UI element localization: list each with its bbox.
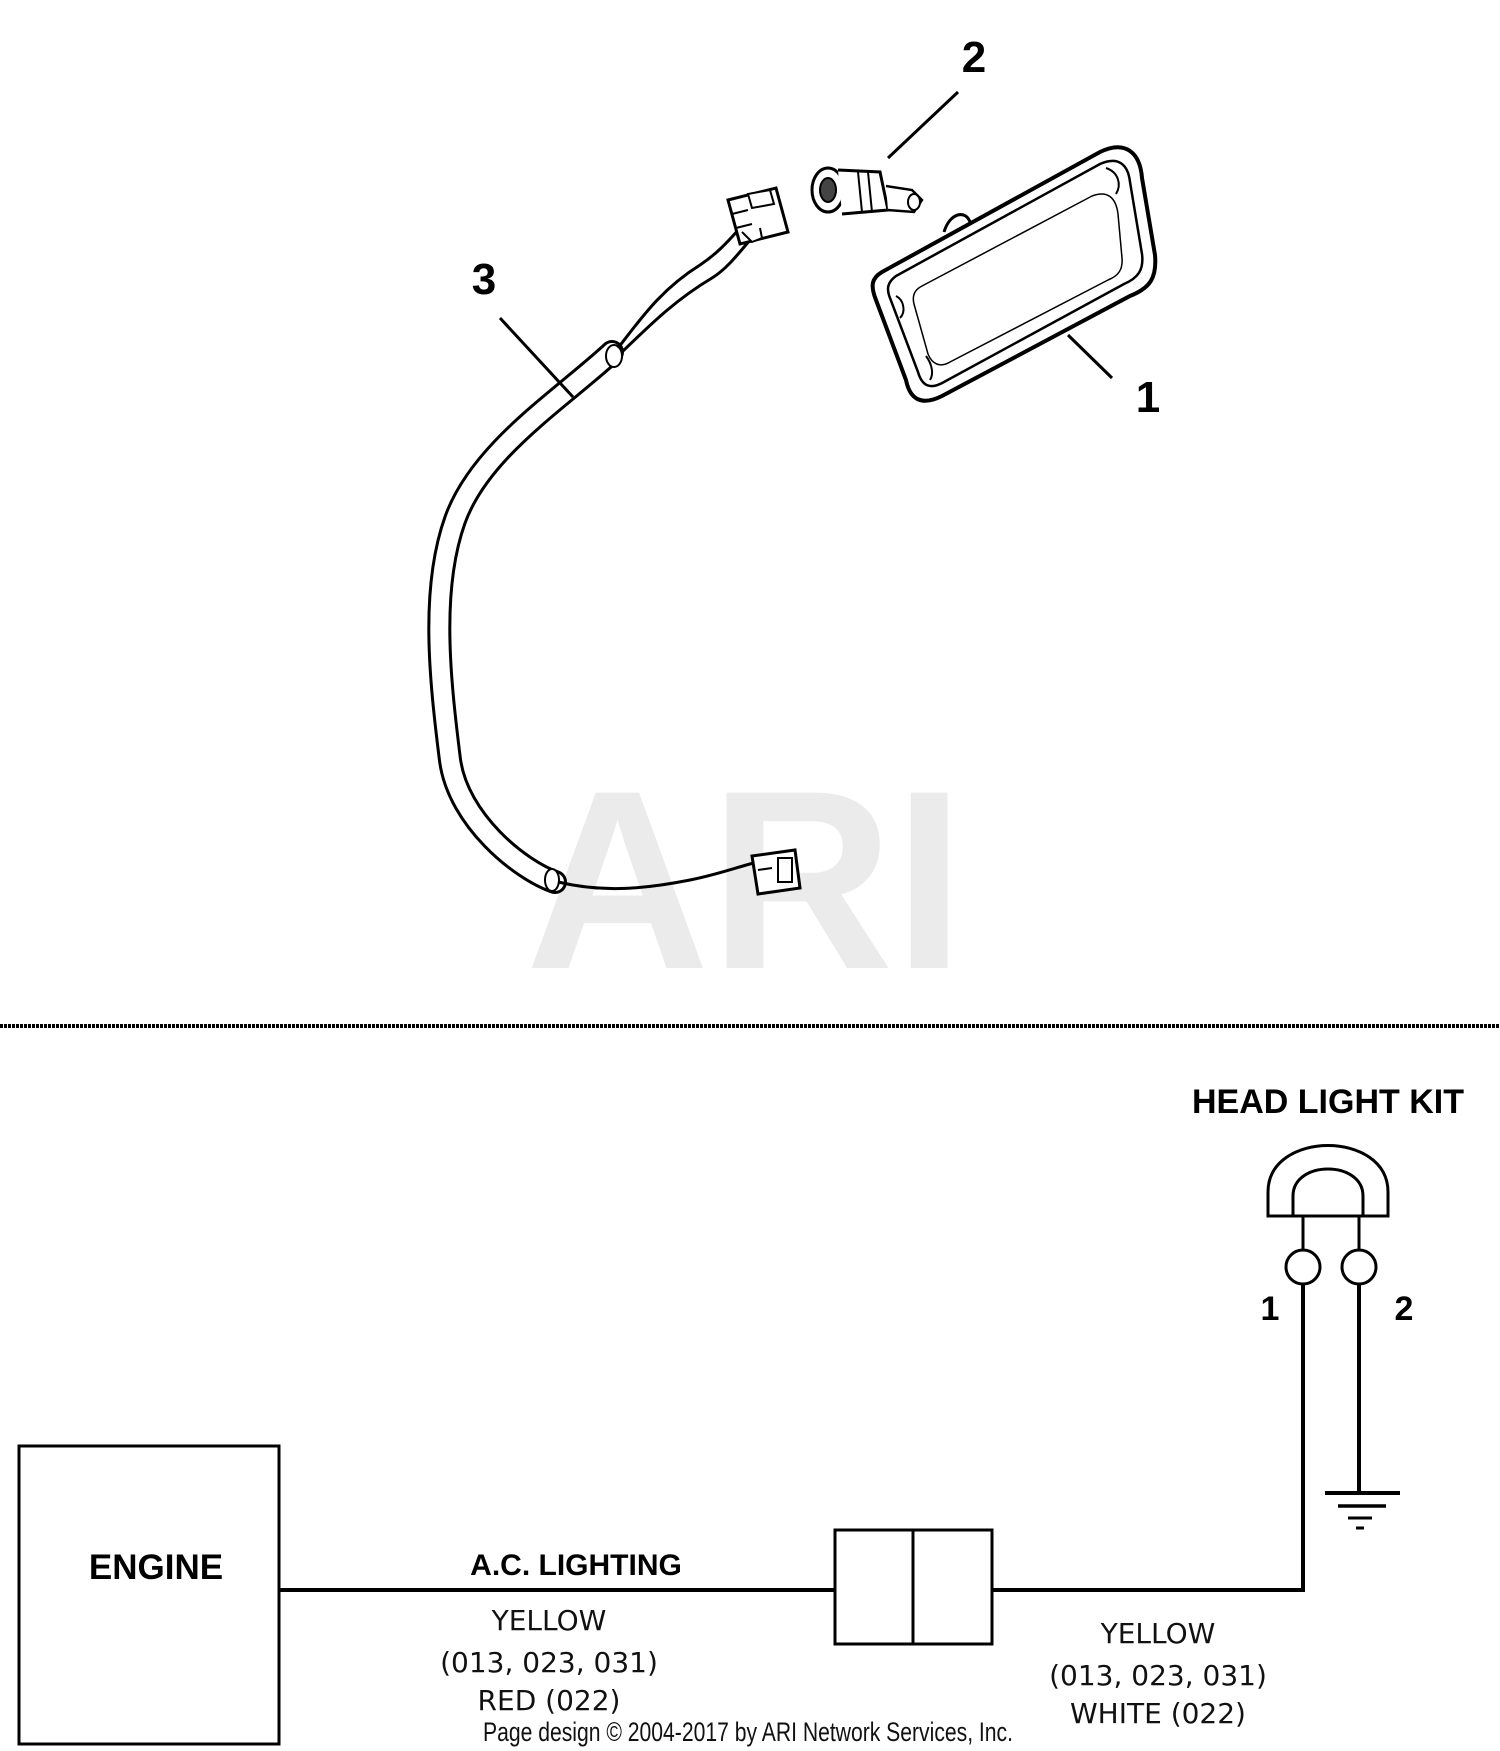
- inline-connector: [833, 1528, 994, 1646]
- bulb-socket: [810, 166, 924, 216]
- copyright-footer: Page design © 2004-2017 by ARI Network S…: [483, 1717, 1013, 1747]
- callout-2: 2: [962, 33, 986, 82]
- engine-box: [17, 1444, 281, 1746]
- head-light-kit-title: HEAD LIGHT KIT: [1192, 1083, 1464, 1121]
- upper-connector: [726, 186, 790, 246]
- ground-symbol: [1325, 1491, 1400, 1530]
- wiring-schematic: HEAD LIGHT KIT 1 2 ENGINE: [17, 1083, 1464, 1746]
- right-wire-codes: (013, 023, 031): [1049, 1659, 1267, 1692]
- terminal-1-circle: [1284, 1248, 1322, 1286]
- terminal-1-label: 1: [1261, 1290, 1280, 1328]
- lamp-symbol: [1266, 1144, 1390, 1286]
- engine-label: ENGINE: [89, 1548, 223, 1587]
- callout-1: 1: [1136, 373, 1160, 422]
- terminal-1-wire: [992, 1284, 1305, 1592]
- ac-lighting-label: A.C. LIGHTING: [470, 1549, 682, 1582]
- lamp-housing: [870, 145, 1158, 403]
- callout-3: 3: [472, 255, 496, 304]
- terminal-2-circle: [1340, 1248, 1378, 1286]
- left-wire-alt: RED (022): [478, 1684, 621, 1717]
- left-wire-color: YELLOW: [491, 1604, 607, 1637]
- wire-harness: [427, 186, 802, 896]
- callouts: 2 1 3: [472, 33, 1160, 422]
- right-wire-color: YELLOW: [1100, 1617, 1216, 1650]
- left-wire-codes: (013, 023, 031): [440, 1646, 658, 1679]
- lower-connector: [750, 848, 802, 896]
- terminal-2-label: 2: [1395, 1290, 1414, 1328]
- ari-watermark: ARI: [525, 738, 964, 1023]
- exploded-view: 2 1 3: [427, 33, 1160, 896]
- right-wire-alt: WHITE (022): [1070, 1697, 1246, 1730]
